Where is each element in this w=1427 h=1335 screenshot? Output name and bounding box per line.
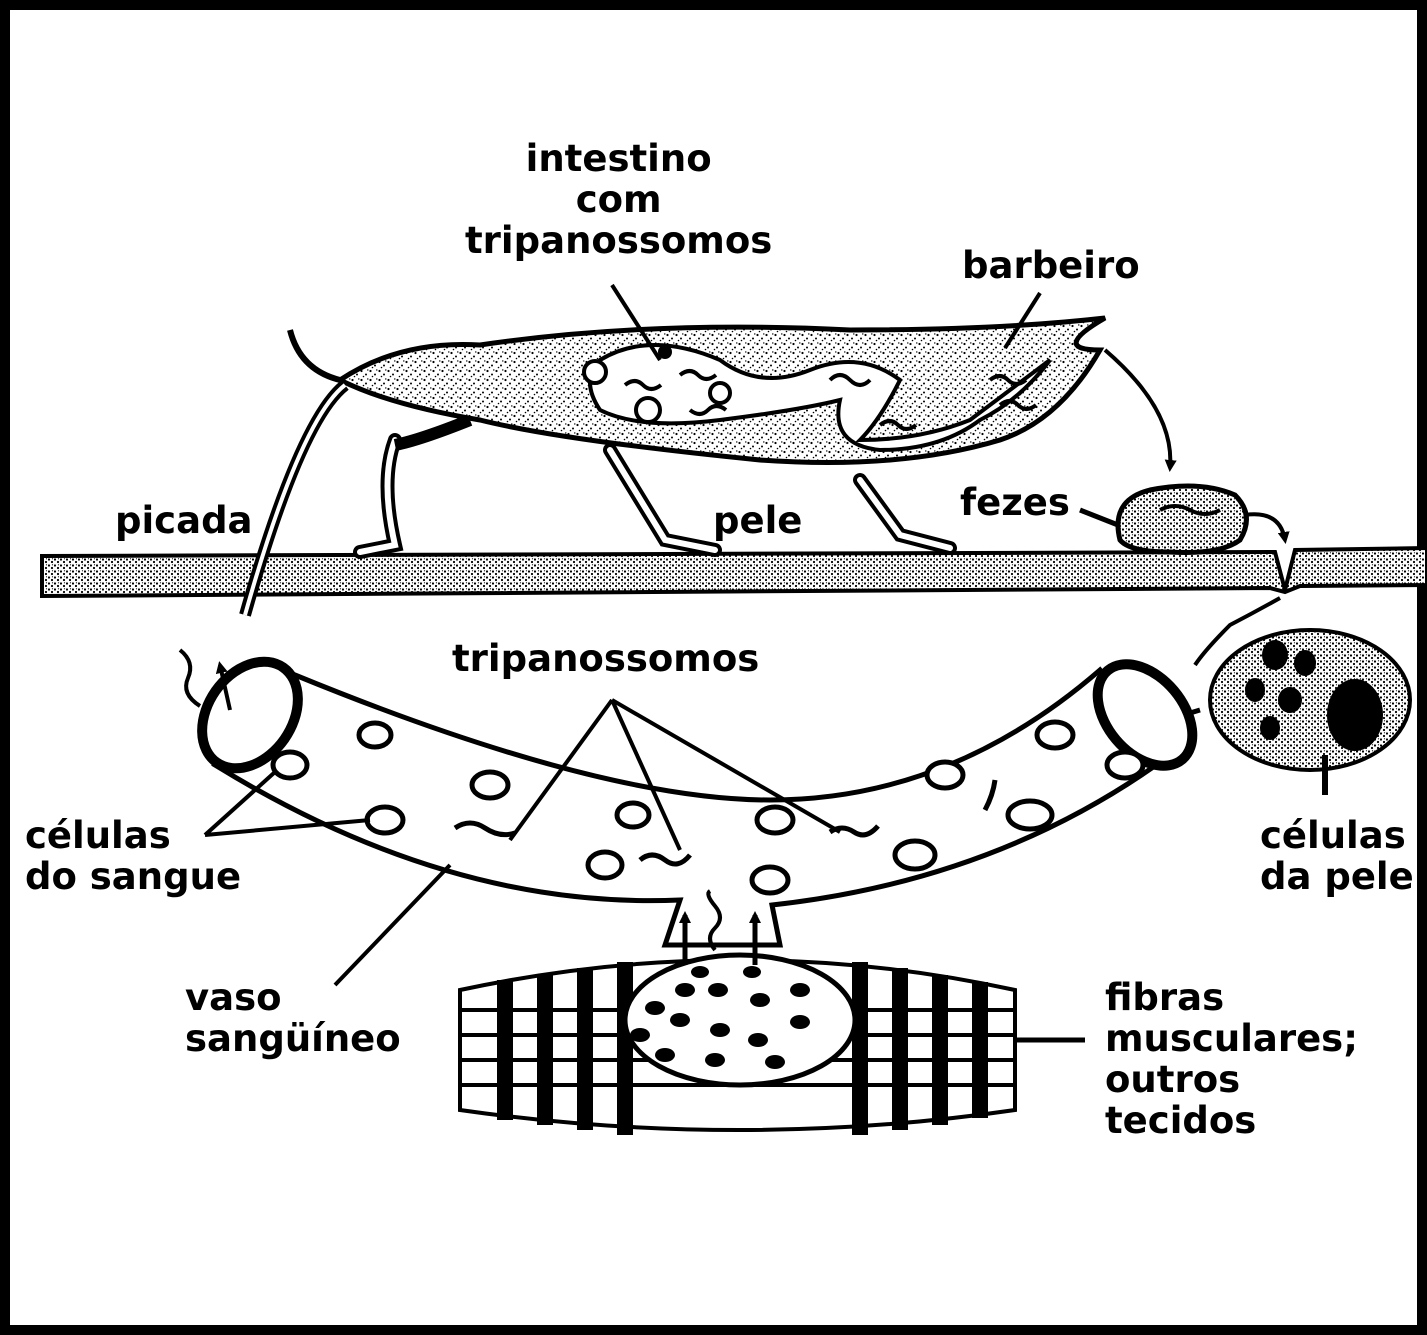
label-muscle: fibras musculares; outros tecidos — [1105, 977, 1358, 1141]
label-barbeiro: barbeiro — [962, 245, 1140, 286]
label-intestine: intestino com tripanossomos — [465, 138, 772, 261]
label-tripanossomos: tripanossomos — [452, 638, 759, 679]
label-skin-cells: células da pele — [1260, 815, 1414, 897]
feces-blob — [1080, 350, 1285, 553]
label-vessel: vaso sangüíneo — [185, 977, 401, 1059]
label-picada: picada — [115, 500, 253, 541]
blood-vessel — [180, 643, 1211, 985]
label-pele: pele — [713, 500, 802, 541]
label-fezes: fezes — [960, 482, 1070, 523]
label-blood-cells: células do sangue — [25, 815, 241, 897]
